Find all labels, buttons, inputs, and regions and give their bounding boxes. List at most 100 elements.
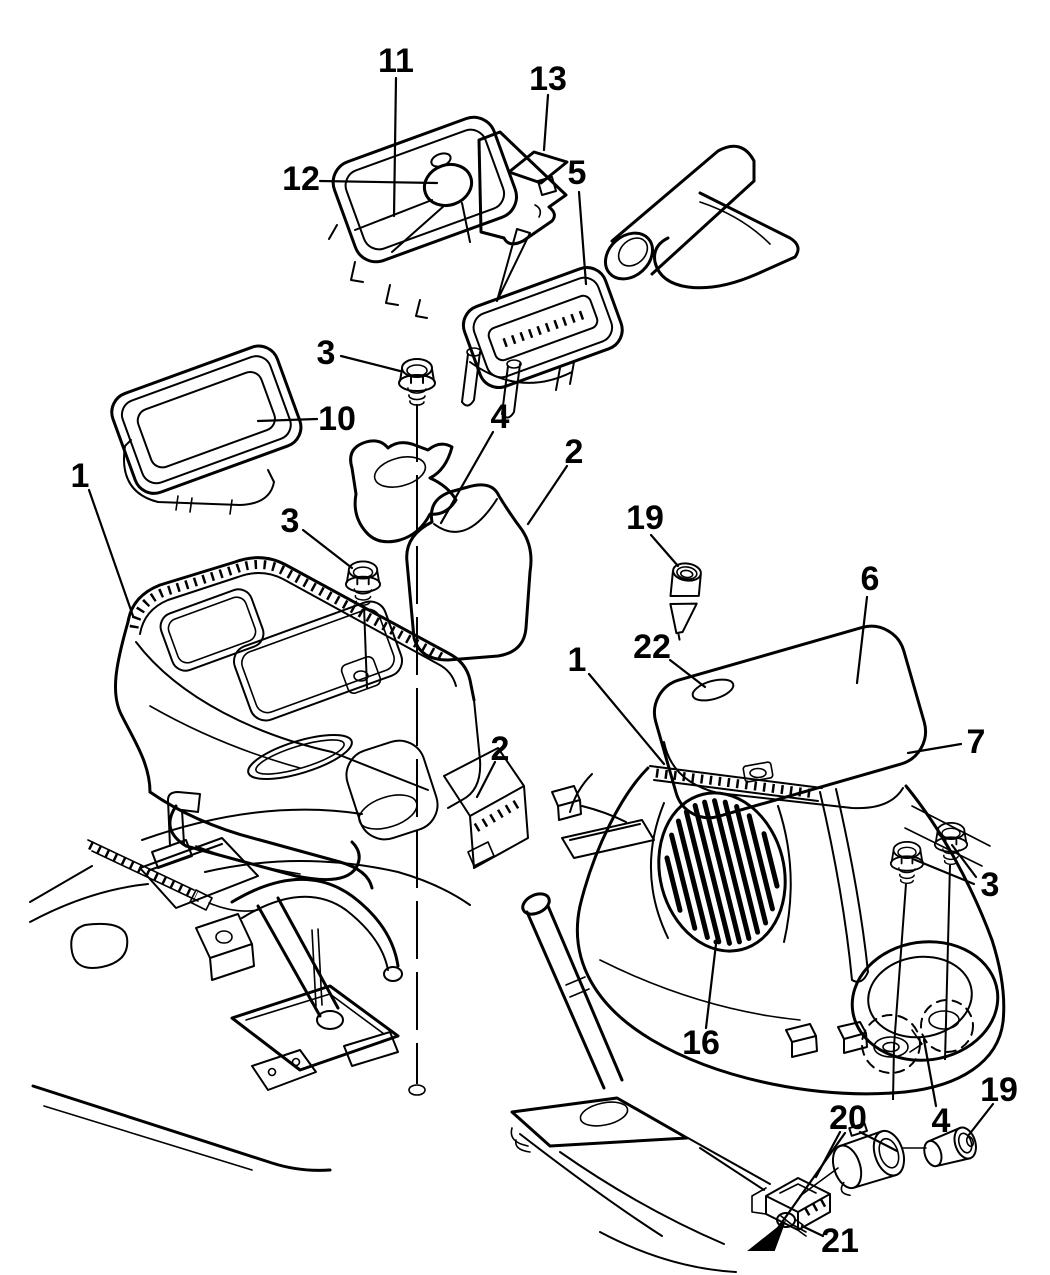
part-11-shifter-bezel [328, 115, 518, 319]
console-main-opening [232, 600, 404, 722]
part-19-lighter-element [923, 1126, 977, 1168]
screw-boss-hole [353, 670, 369, 682]
leader-20 [814, 1130, 899, 1179]
shaft-collar [565, 976, 590, 998]
cup-well-right-bottom [928, 1010, 960, 1030]
grip-end-cap [603, 231, 655, 281]
screw-3-top [398, 358, 436, 407]
part-5-shift-indicator-plate [461, 228, 624, 419]
console-front-opening [159, 588, 265, 672]
shift-boot-knob [422, 162, 474, 208]
body-top-rim [649, 765, 823, 802]
lid-latch-hole [749, 767, 767, 779]
floor-edge-upper [29, 865, 149, 923]
plate-13-tab [537, 176, 557, 196]
callout-21-outlet-screw: 21 [821, 1222, 859, 1260]
tray-opening [136, 371, 276, 469]
brake-arch-arm-inner [241, 895, 389, 971]
grille-rib [664, 855, 683, 913]
console-right-end [447, 699, 482, 809]
leader-1a [87, 488, 135, 618]
callout-5-indicator-plate: 5 [568, 154, 587, 192]
leader-4b [922, 1038, 938, 1108]
indicator-slot-outer [487, 294, 599, 362]
brake-lever-arm-line [699, 201, 771, 245]
callout-16-speaker-grille: 16 [682, 1024, 720, 1062]
floor-edge-lower2 [43, 1105, 253, 1171]
callout-4-cup-insert: 4 [491, 398, 510, 436]
cup-shelf-ring-inner [867, 955, 973, 1039]
indicator-pointer-wedge [496, 228, 531, 302]
callout-2-housing-pocket: 2 [491, 730, 510, 768]
housing-saddle-rim [433, 498, 498, 533]
leader-4a [439, 430, 495, 525]
lever-shaft [525, 904, 624, 1090]
forward-direction-arrow [747, 1219, 787, 1251]
base-side-tab [343, 1031, 399, 1067]
console-cup-cavity [345, 739, 439, 841]
bezel-outer-rim [331, 115, 518, 264]
callout-1-front-console: 1 [71, 457, 90, 495]
mount-foot-right [837, 1021, 868, 1054]
cable-hatch [88, 840, 198, 901]
receptacle-hatch [473, 798, 523, 832]
mount-foot-left [785, 1023, 818, 1058]
indicator-gear-ticks [502, 308, 590, 348]
screw-axis-rear-left [892, 883, 907, 1101]
console-main-opening-inner [241, 608, 395, 714]
parking-brake-handle [603, 144, 800, 290]
console-front-opening-inner [167, 596, 257, 664]
arm-pivot [383, 966, 403, 982]
housing-receptacle-box [443, 747, 529, 869]
leader-10 [256, 417, 319, 423]
brake-lever-arm [653, 191, 800, 290]
leader-16 [704, 942, 718, 1030]
grille-rib [669, 832, 698, 931]
callout-4-cup-well: 4 [932, 1102, 951, 1140]
bezel-rear-bracket [477, 130, 568, 246]
part-7-rear-console-body [551, 761, 1006, 1096]
bracket-flange [751, 1183, 817, 1215]
indicator-mount-pegs [461, 351, 521, 419]
callout-22-lid-detent: 22 [633, 628, 671, 666]
callout-labels: 11 13 12 5 3 10 4 2 1 3 19 6 22 1 7 2 3 … [71, 42, 1018, 1260]
housing-body [405, 483, 533, 662]
part-22-lid-detent [691, 678, 735, 702]
callout-6-lid: 6 [861, 560, 880, 598]
floor-pan-and-brake-mechanism [29, 791, 471, 1172]
grip-end-cap-inner [617, 237, 649, 267]
part-4-cupholder-insert [349, 439, 458, 544]
brake-lever-member [256, 896, 340, 1018]
callout-1-rear-console: 1 [568, 641, 587, 679]
cable-rod [311, 928, 323, 1007]
console-rim-inner [139, 572, 457, 687]
callout-2-cup-housing: 2 [565, 433, 584, 471]
well-clip [909, 1029, 923, 1053]
grille-ribs [664, 798, 780, 946]
tray-tabs [175, 495, 233, 515]
console-oval-recess-inner [255, 739, 345, 775]
brake-grip [610, 144, 756, 276]
base-extension [687, 1137, 771, 1191]
lever-base-plate [230, 984, 400, 1072]
bracket-hatch [803, 1198, 827, 1216]
grille-rib [702, 799, 742, 945]
indicator-plate-underside [469, 361, 575, 391]
leader-1b [587, 672, 666, 766]
lever-base [510, 1096, 689, 1148]
lever-knob [521, 892, 551, 916]
receptacle-clip [467, 841, 495, 867]
base-bracket [251, 1049, 317, 1091]
brake-upright-bracket [151, 791, 201, 869]
leader-21 [800, 1224, 825, 1238]
leader-lines [87, 76, 995, 1238]
cup-well-left-bottom [873, 1036, 909, 1058]
part-19-sensor [669, 562, 702, 641]
bezel-clip-tabs [328, 224, 428, 319]
callout-19-sensor: 19 [626, 499, 664, 537]
side-flat-bracket [561, 773, 655, 859]
leader-7 [906, 742, 963, 755]
console-topface-front-edge [135, 641, 429, 791]
